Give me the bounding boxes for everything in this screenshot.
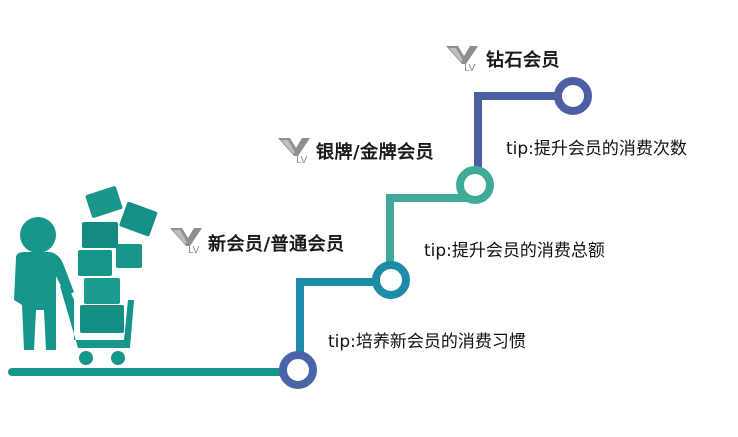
- step-path: [8, 92, 558, 376]
- step-node-1: [279, 351, 317, 389]
- tip-silver-gold: tip:提升会员的消费总额: [424, 241, 605, 261]
- svg-text:LV: LV: [188, 245, 199, 254]
- level-label-new: 新会员/普通会员: [208, 234, 345, 255]
- svg-text:LV: LV: [296, 155, 307, 164]
- vip-lv-badge-icon: LV: [170, 228, 202, 254]
- level-label-diamond: 钻石会员: [486, 50, 560, 71]
- vip-lv-badge-icon: LV: [446, 46, 478, 72]
- step-node-4: [554, 77, 592, 115]
- tip-diamond: tip:提升会员的消费次数: [506, 139, 687, 159]
- svg-text:LV: LV: [464, 63, 475, 72]
- step-node-3: [456, 166, 494, 204]
- vip-lv-badge-icon: LV: [278, 138, 310, 164]
- step-node-2: [372, 261, 410, 299]
- tip-new: tip:培养新会员的消费习惯: [328, 332, 526, 352]
- level-label-silver-gold: 银牌/金牌会员: [316, 142, 435, 163]
- shopper-with-cart-icon: [14, 186, 158, 365]
